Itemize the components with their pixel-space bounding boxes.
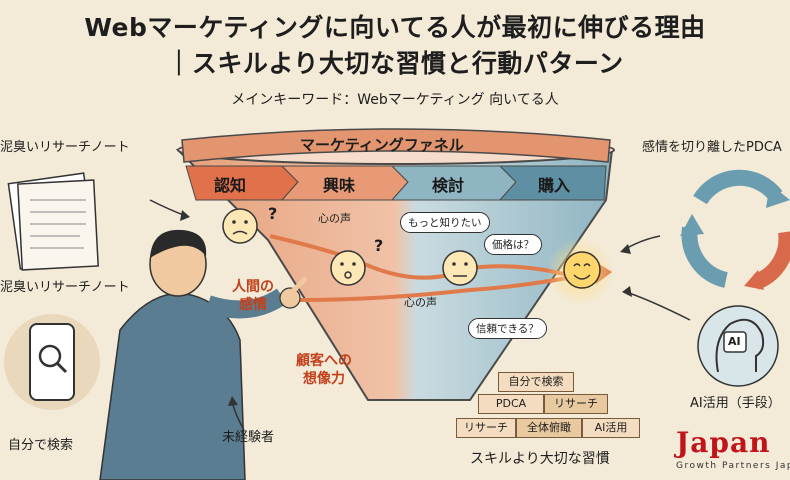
search-self-label: 自分で検索 [8,438,74,453]
worried-face-icon [222,208,258,244]
stage-interest: 興味 [323,176,356,195]
question-mark-2: ? [374,236,384,255]
funnel-title-band [181,128,611,163]
research-note-label-bottom: 泥臭いリサーチノート [0,280,130,295]
ai-chip-label: AI [728,335,741,348]
bubble-price: 価格は？ [484,234,542,255]
notebook-arrow [149,199,187,217]
habit-box-search-self: 自分で検索 [498,372,574,392]
habit-box-pdca: PDCA [478,394,544,414]
funnel-title: マーケティングファネル [300,136,464,154]
brand-logo: Japan [676,426,771,459]
inner-voice-label-1: 心の声 [318,212,351,225]
pdca-title: 感情を切り離したPDCA [642,140,782,155]
smiling-face-icon [563,251,601,289]
bubble-trust: 信頼できる？ [468,318,547,339]
main-title-line2: ｜スキルより大切な習慣と行動パターン [166,49,624,78]
ai-usage-label: AI活用（手段） [690,396,781,411]
stage-awareness: 認知 [214,176,247,195]
habit-box-research-mid: リサーチ [544,394,608,414]
brand-tagline: Growth Partners Japan [676,461,790,471]
human-emotion-label: 人間の 感情 [232,279,274,313]
question-mark-1: ? [268,204,278,223]
curious-face-icon [330,250,366,286]
research-note-label-top: 泥臭いリサーチノート [0,140,130,155]
ai-head-icon [697,305,779,387]
pdca-cycle-icon [680,169,790,290]
main-title-line1: Webマーケティングに向いてる人が最初に伸びる理由 [84,13,706,42]
pdca-arrow [623,235,661,251]
smartphone-search-icon [4,314,100,410]
stage-purchase: 購入 [538,176,571,195]
habit-box-ai: AI活用 [582,418,640,438]
customer-imagination-label: 顧客への 想像力 [296,353,352,387]
thinking-face-icon [442,250,478,286]
emotion-path-upper [269,234,573,280]
stage-band-4 [498,165,607,201]
habits-caption: スキルより大切な習慣 [470,451,610,467]
ai-arrow [625,291,691,321]
habit-box-research-bottom: リサーチ [456,418,516,438]
research-notebook-icon [7,172,99,271]
habit-box-overview: 全体俯瞰 [516,418,582,438]
inner-voice-label-2: 心の声 [404,296,437,309]
stage-consideration: 検討 [432,176,465,195]
keyword-line: メインキーワード：Webマーケティング 向いてる人 [231,92,559,108]
inexperienced-person-figure [99,229,308,480]
inexperienced-label: 未経験者 [222,430,275,445]
bubble-want-more: もっと知りたい [400,212,490,233]
